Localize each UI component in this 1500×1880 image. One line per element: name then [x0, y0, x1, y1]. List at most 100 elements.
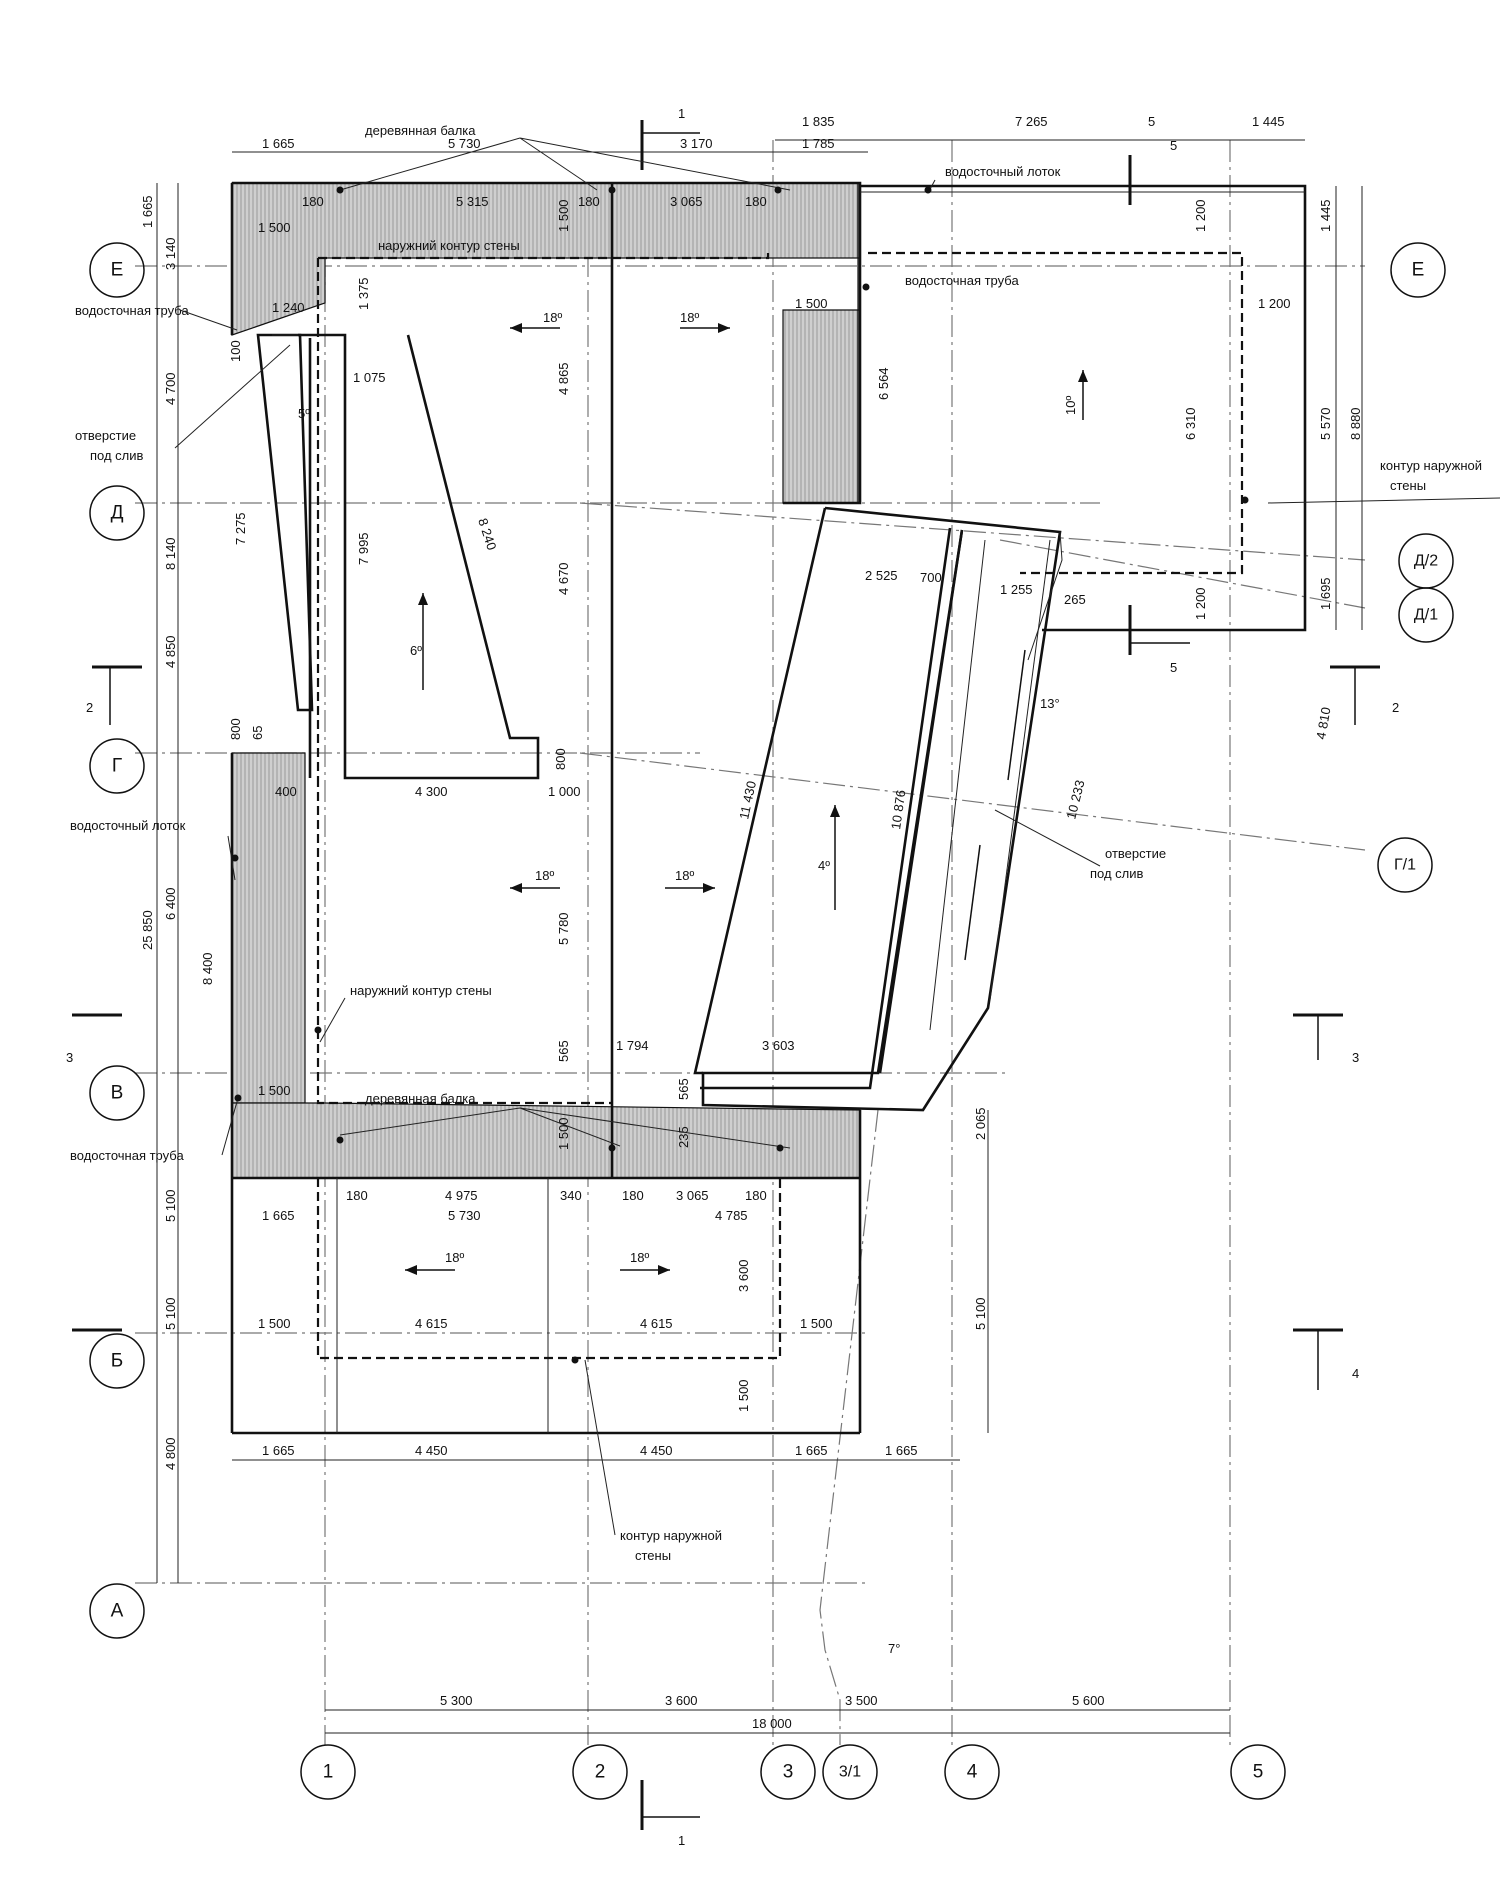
dim-m-12: 2 065: [973, 1107, 988, 1140]
dim-r-5: 1 665: [885, 1443, 918, 1458]
dim-a-32: 800: [553, 748, 568, 770]
dim-a-17: 700: [920, 570, 942, 585]
label-opening-right-1: отверстие: [1105, 846, 1166, 861]
dim-r-3: 4 450: [640, 1443, 673, 1458]
slope-labels: 18º 18º 10º 6º 18º 18º 4º 18º 18º 5º 13°…: [298, 310, 1078, 1656]
axis-col-3: 3: [783, 1762, 794, 1783]
label-opening-left-2: под слив: [90, 448, 144, 463]
label-outer-contour-mid: наружний контур стены: [350, 983, 492, 998]
dim-a-3: 1 375: [356, 277, 371, 310]
dim-top-6: 7 265: [1015, 114, 1048, 129]
dim-top2-11: 1 200: [1193, 199, 1208, 232]
dim-a-29: 400: [275, 784, 297, 799]
hatched-zones: [231, 182, 861, 1179]
section-mark-4: 4: [1352, 1366, 1359, 1381]
dim-a-1: 1 240: [272, 300, 305, 315]
dim-a-27: 65: [250, 726, 265, 740]
dim-b-14: 4 615: [415, 1316, 448, 1331]
slope-5: 5º: [298, 406, 310, 421]
slope-18-a: 18º: [543, 310, 562, 325]
dim-m-4: 5 780: [556, 912, 571, 945]
dim-top2-10: 1 500: [795, 296, 828, 311]
section-mark-3-left: 3: [66, 1050, 73, 1065]
dim-a-11: 8 140: [163, 537, 178, 570]
dim-r-1: 1 665: [262, 1443, 295, 1458]
axis-row-D: Д: [111, 503, 124, 524]
slope-18-d: 18º: [675, 868, 694, 883]
section-mark-1-top: 1: [678, 106, 685, 121]
dim-b-12: 5 100: [163, 1297, 178, 1330]
dim-top2-2: 5 315: [456, 194, 489, 209]
hatch-left-column: [231, 752, 306, 1104]
axis-markers: [89, 242, 1454, 1800]
axis-row-G: Г: [112, 756, 122, 777]
label-opening-left-1: отверстие: [75, 428, 136, 443]
section-mark-3-right: 3: [1352, 1050, 1359, 1065]
dim-top2-3: 1 500: [556, 199, 571, 232]
dim-b-15: 4 615: [640, 1316, 673, 1331]
dim-b-1: 180: [346, 1188, 368, 1203]
dim-b-2: 4 975: [445, 1188, 478, 1203]
label-outer-contour-top: наружний контур стены: [378, 238, 520, 253]
dim-b-4: 180: [622, 1188, 644, 1203]
dim-b-8: 5 730: [448, 1208, 481, 1223]
dim-m-1: 25 850: [140, 910, 155, 950]
axis-col-5: 5: [1253, 1762, 1264, 1783]
dim-m-3: 8 400: [200, 952, 215, 985]
dim-top-5: 1 785: [802, 136, 835, 151]
dim-a-15: 4 670: [556, 562, 571, 595]
dim-a-16: 2 525: [865, 568, 898, 583]
dim-span-5: 18 000: [752, 1716, 792, 1731]
dim-a-14: 8 240: [475, 516, 499, 552]
dim-r-4: 1 665: [795, 1443, 828, 1458]
dim-top-3: 3 170: [680, 136, 713, 151]
dim-span-3: 3 500: [845, 1693, 878, 1708]
axis-col-3-1: 3/1: [839, 1764, 861, 1781]
section-mark-5-top: 5: [1170, 138, 1177, 153]
hatch-bottom: [231, 1102, 861, 1179]
dim-top-8: 1 445: [1252, 114, 1285, 129]
dim-span-2: 3 600: [665, 1693, 698, 1708]
slope-18-c: 18º: [535, 868, 554, 883]
dim-top2-13: 1 200: [1258, 296, 1291, 311]
section-mark-1-bottom: 1: [678, 1833, 685, 1848]
axis-row-V: В: [111, 1083, 124, 1104]
label-beam-bottom: деревянная балка: [365, 1091, 476, 1106]
hatch-top-left: [231, 182, 861, 504]
axis-row-E-left: Е: [111, 260, 124, 281]
dim-m-11: 1 500: [556, 1117, 571, 1150]
dim-span-1: 5 300: [440, 1693, 473, 1708]
dim-b-13: 1 500: [258, 1316, 291, 1331]
dim-m-10: 1 500: [258, 1083, 291, 1098]
dimension-lines: [156, 139, 1363, 1734]
dim-b-19: 4 800: [163, 1437, 178, 1470]
dim-top-4: 1 835: [802, 114, 835, 129]
label-drainpipe-bottom: водосточная труба: [70, 1148, 184, 1163]
dim-b-9: 4 785: [715, 1208, 748, 1223]
annotations: деревянная балка водосточный лоток водос…: [70, 123, 1500, 1563]
dim-a-19: 265: [1064, 592, 1086, 607]
dim-b-10: 5 100: [163, 1189, 178, 1222]
section-mark-numbers: 1 1 2 2 3 3 4 5 5: [66, 106, 1399, 1848]
dim-top2-4: 180: [578, 194, 600, 209]
dim-a-4: 4 700: [163, 372, 178, 405]
dim-a-21: 1 695: [1318, 577, 1333, 610]
axis-row-D2: Д/2: [1414, 553, 1438, 570]
section-marks: [72, 120, 1380, 1830]
section-mark-2-right: 2: [1392, 700, 1399, 715]
dim-a-25: 10 233: [1063, 779, 1087, 821]
label-contour-right-1: контур наружной: [1380, 458, 1482, 473]
label-contour-right-2: стены: [1390, 478, 1426, 493]
dim-top2-9: 1 500: [258, 220, 291, 235]
dim-top2-5: 3 065: [670, 194, 703, 209]
dim-b-11: 3 600: [736, 1259, 751, 1292]
dim-top2-8: 3 140: [163, 237, 178, 270]
slope-arrows: [405, 323, 1088, 1275]
dim-top-7: 5: [1148, 114, 1155, 129]
dim-b-6: 180: [745, 1188, 767, 1203]
dim-top2-7: 1 665: [140, 195, 155, 228]
dim-a-18: 1 255: [1000, 582, 1033, 597]
building-outline: [230, 181, 1307, 1435]
axis-col-1: 1: [323, 1762, 334, 1783]
slope-18-b: 18º: [680, 310, 699, 325]
